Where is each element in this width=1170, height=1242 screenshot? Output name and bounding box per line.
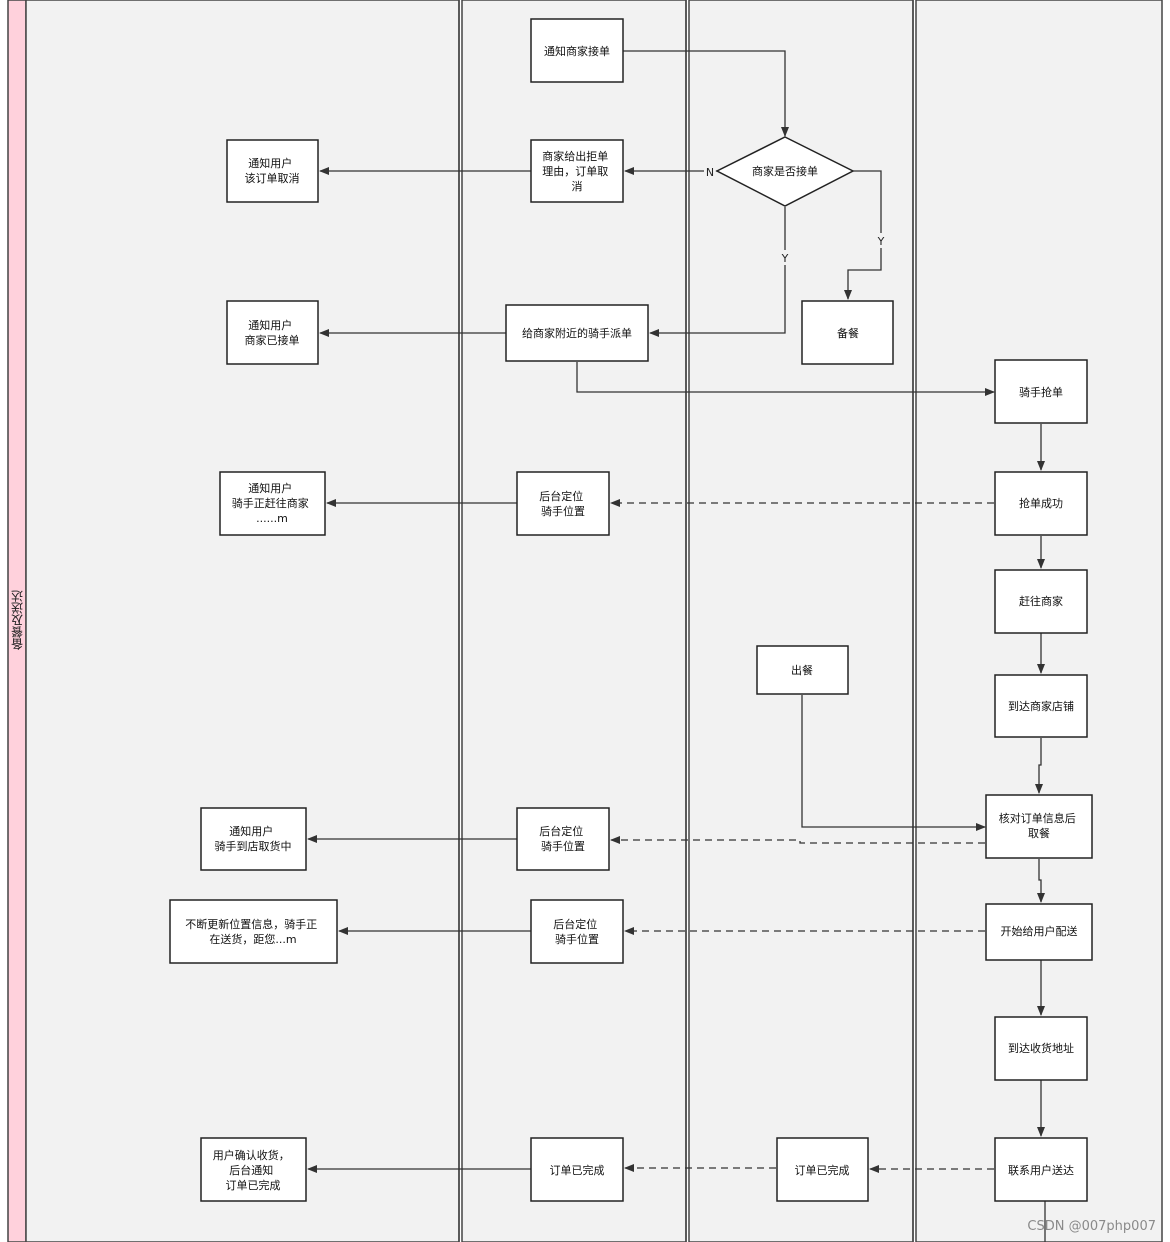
label-notify-merchant: 通知商家接单	[544, 44, 610, 58]
node-start-delivery[interactable]	[985, 903, 1093, 961]
node-dispatch-rider[interactable]	[505, 304, 649, 362]
edge-verify-to-start	[1037, 859, 1045, 903]
node-order-done-platform[interactable]	[530, 1137, 624, 1202]
lane-user	[25, 0, 460, 1242]
lane-platform	[461, 0, 687, 1242]
edge-decision-yes-prepare	[844, 170, 882, 300]
node-notify-user-cancel[interactable]	[226, 139, 319, 203]
label-rider-grab: 骑手抢单	[1019, 385, 1063, 399]
node-notify-user-pickup[interactable]	[200, 807, 307, 871]
edges	[307, 50, 1046, 1242]
lane-merchant	[688, 0, 914, 1242]
label-start-delivery: 开始给用户配送	[1001, 924, 1078, 938]
label-dispatch-rider: 给商家附近的骑手派单	[522, 326, 632, 340]
label-notify-user-pickup: 通知用户 骑手到店取货中	[215, 824, 292, 853]
label-arrive-store: 到达商家店铺	[1008, 699, 1074, 713]
node-arrive-address[interactable]	[994, 1016, 1088, 1081]
edge-label-no: N	[706, 166, 714, 179]
node-locate-rider-1[interactable]	[516, 471, 610, 536]
node-rider-grab[interactable]	[994, 359, 1088, 424]
edge-arrive-to-verify	[1035, 738, 1043, 794]
label-notify-user-updating: 不断更新位置信息，骑手正 在送货，距您...m	[185, 917, 321, 946]
edge-notify-to-decision	[623, 50, 789, 137]
edge-label-yes-down: Y	[781, 252, 789, 265]
node-grab-success[interactable]	[994, 471, 1088, 536]
label-grab-success: 抢单成功	[1019, 496, 1063, 510]
node-decision-accept[interactable]	[715, 136, 855, 207]
label-decision-accept: 商家是否接单	[752, 164, 818, 178]
node-locate-rider-2[interactable]	[516, 807, 610, 871]
label-arrive-address: 到达收货地址	[1008, 1041, 1074, 1055]
label-order-done-merchant: 订单已完成	[795, 1163, 850, 1177]
node-notify-user-rider-heading[interactable]	[219, 471, 326, 536]
node-notify-user-accepted[interactable]	[226, 300, 319, 365]
label-food-out: 出餐	[791, 663, 813, 677]
label-locate-rider-1: 后台定位 骑手位置	[539, 489, 587, 518]
swimlanes	[7, 0, 1163, 1242]
edge-decision-yes-dispatch	[649, 207, 786, 337]
node-merchant-reject[interactable]	[530, 139, 624, 203]
node-notify-user-updating[interactable]	[169, 899, 338, 964]
edge-verify-to-locate2	[610, 836, 985, 844]
node-prepare-food[interactable]	[801, 300, 894, 365]
node-locate-rider-3[interactable]	[530, 899, 624, 964]
nodes	[169, 18, 1093, 1202]
edge-dispatch-to-grab	[576, 362, 995, 396]
node-food-out[interactable]	[756, 645, 849, 695]
label-notify-user-accepted: 通知用户 商家已接单	[245, 318, 300, 347]
edge-foodout-to-verify	[801, 695, 986, 831]
label-order-done-platform: 订单已完成	[550, 1163, 605, 1177]
label-verify-pickup: 核对订单信息后 取餐	[999, 811, 1080, 840]
node-labels: 通知商家接单 商家给出拒单 理由，订单取 消 通知用户 该订单取消 商家是否接单…	[185, 44, 1080, 1192]
label-user-confirm: 用户确认收货， 后台通知 订单已完成	[213, 1148, 294, 1192]
swimlane-title: 备餐及送达	[10, 590, 25, 650]
watermark: CSDN @007php007	[1027, 1219, 1156, 1234]
node-go-to-merchant[interactable]	[994, 569, 1088, 634]
node-verify-pickup[interactable]	[985, 794, 1093, 859]
label-prepare-food: 备餐	[837, 326, 859, 340]
label-notify-user-cancel: 通知用户 该订单取消	[245, 156, 300, 185]
label-notify-user-rider-heading: 通知用户 骑手正赶往商家 ......m	[232, 481, 313, 525]
edge-labels: N Y Y	[704, 164, 887, 265]
label-go-to-merchant: 赶往商家	[1019, 594, 1063, 608]
edge-label-yes-right: Y	[877, 235, 885, 248]
node-user-confirm[interactable]	[200, 1137, 307, 1202]
node-arrive-store[interactable]	[994, 674, 1088, 738]
label-locate-rider-3: 后台定位 骑手位置	[553, 917, 601, 946]
label-merchant-reject: 商家给出拒单 理由，订单取 消	[542, 149, 612, 193]
node-contact-user[interactable]	[994, 1137, 1088, 1202]
label-locate-rider-2: 后台定位 骑手位置	[539, 824, 587, 853]
node-notify-merchant[interactable]	[530, 18, 624, 83]
label-contact-user: 联系用户送达	[1008, 1163, 1074, 1177]
node-order-done-merchant[interactable]	[776, 1137, 869, 1202]
